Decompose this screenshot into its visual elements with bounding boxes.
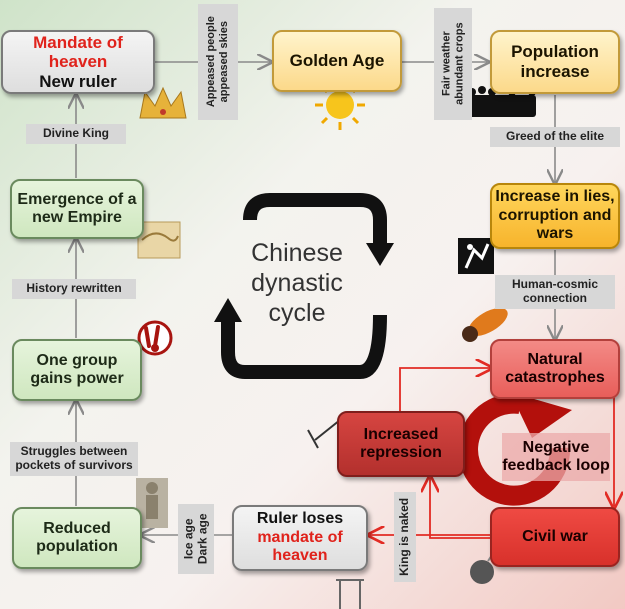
cycle-title: Chinese dynastic cycle [232,238,362,328]
node-increased-repression: Increased repression [337,411,465,477]
label-history-rewritten: History rewritten [12,279,136,299]
statue-icon [136,478,168,528]
label-divine-king: Divine King [26,124,126,144]
node-lies-line1: Increase in lies, [495,188,615,206]
label-greed-text: Greed of the elite [505,129,605,144]
label-appeased-line2: appeased skies [218,21,231,103]
node-empire-line2: new Empire [32,209,122,226]
node-civil-war-label: Civil war [522,527,588,545]
node-mandate-of-heaven: Mandate of heaven New ruler [1,30,155,94]
label-human-line1: Human-cosmic [511,277,599,292]
arrow-civil-repression [430,478,490,539]
label-fair-line1: Fair weather [440,31,453,97]
node-pop-line1: Population [511,42,599,62]
negative-line1: Negative [522,438,590,456]
victory-hand-icon [137,320,173,356]
node-golden-age-label: Golden Age [289,51,385,71]
label-human-line2: connection [522,291,587,305]
label-ice-line2: Dark age [195,513,210,565]
node-group-line2: gains power [30,370,124,387]
node-reduced-population: Reduced population [12,507,142,569]
node-golden-age: Golden Age [272,30,402,92]
negative-line2: feedback loop [502,457,610,474]
label-appeased: Appeased people appeased skies [198,4,238,120]
node-repression-line1: Increased [363,425,439,443]
node-empire-line1: Emergence of a [17,190,137,208]
arrow-repression-natural [399,368,490,412]
node-lies-line2: corruption and [498,206,612,224]
node-natural-line1: Natural [527,350,583,368]
feedback-loop-arrowhead [510,392,572,438]
label-king-is-naked: King is naked [394,492,416,582]
node-increase-in-lies: Increase in lies, corruption and wars [490,183,620,249]
node-mandate-line3: New ruler [39,71,117,91]
crown-icon [139,86,187,119]
node-civil-war: Civil war [490,507,620,567]
label-king-text: King is naked [397,497,412,577]
label-struggles-line1: Struggles between [20,444,128,459]
node-natural-catastrophes: Natural catastrophes [490,339,620,399]
negative-feedback-loop-label: Negative feedback loop [502,433,610,481]
node-emergence-of-new-empire: Emergence of a new Empire [10,179,144,239]
node-ruler-loses-mandate: Ruler loses mandate of heaven [232,505,368,571]
label-human-cosmic: Human-cosmic connection [495,275,615,309]
node-ruler-line1: Ruler loses [256,510,344,528]
cycle-title-line2: dynastic [251,269,343,297]
node-population-increase: Population increase [490,30,620,94]
cycle-title-line3: cycle [268,299,326,327]
label-fair-weather: Fair weather abundant crops [434,8,472,120]
torch-icon [307,419,341,449]
meteor-icon [462,308,508,342]
node-group-line1: One group [36,351,118,369]
label-struggles-line2: pockets of survivors [15,458,133,472]
node-repression-line2: repression [360,444,442,461]
cycle-title-line1: Chinese [251,239,343,267]
node-reduced-line1: Reduced [43,519,111,537]
node-mandate-line2: heaven [48,52,108,72]
fighting-icon [458,238,494,274]
label-fair-line2: abundant crops [453,22,466,106]
node-pop-line2: increase [520,62,590,81]
label-history-text: History rewritten [26,281,122,296]
label-divine-text: Divine King [42,126,109,141]
guillotine-icon [336,579,364,609]
label-ice-line1: Ice age [181,518,196,560]
cycle-arrow [221,193,387,379]
label-appeased-line1: Appeased people [205,16,218,108]
node-lies-line3: wars [536,225,574,243]
node-ruler-line2: mandate of [257,528,343,546]
node-ruler-line3: heaven [272,547,328,565]
label-greed: Greed of the elite [490,127,620,147]
label-ice-age: Ice age Dark age [178,504,214,574]
cycle-arrowhead-right [366,243,394,266]
node-mandate-line1: Mandate of [33,32,123,52]
node-one-group-gains-power: One group gains power [12,339,142,401]
node-reduced-line2: population [36,538,118,555]
label-struggles: Struggles between pockets of survivors [10,442,138,476]
map-icon [137,221,181,259]
node-natural-line2: catastrophes [505,369,605,386]
cycle-arrowhead-left [214,298,242,322]
